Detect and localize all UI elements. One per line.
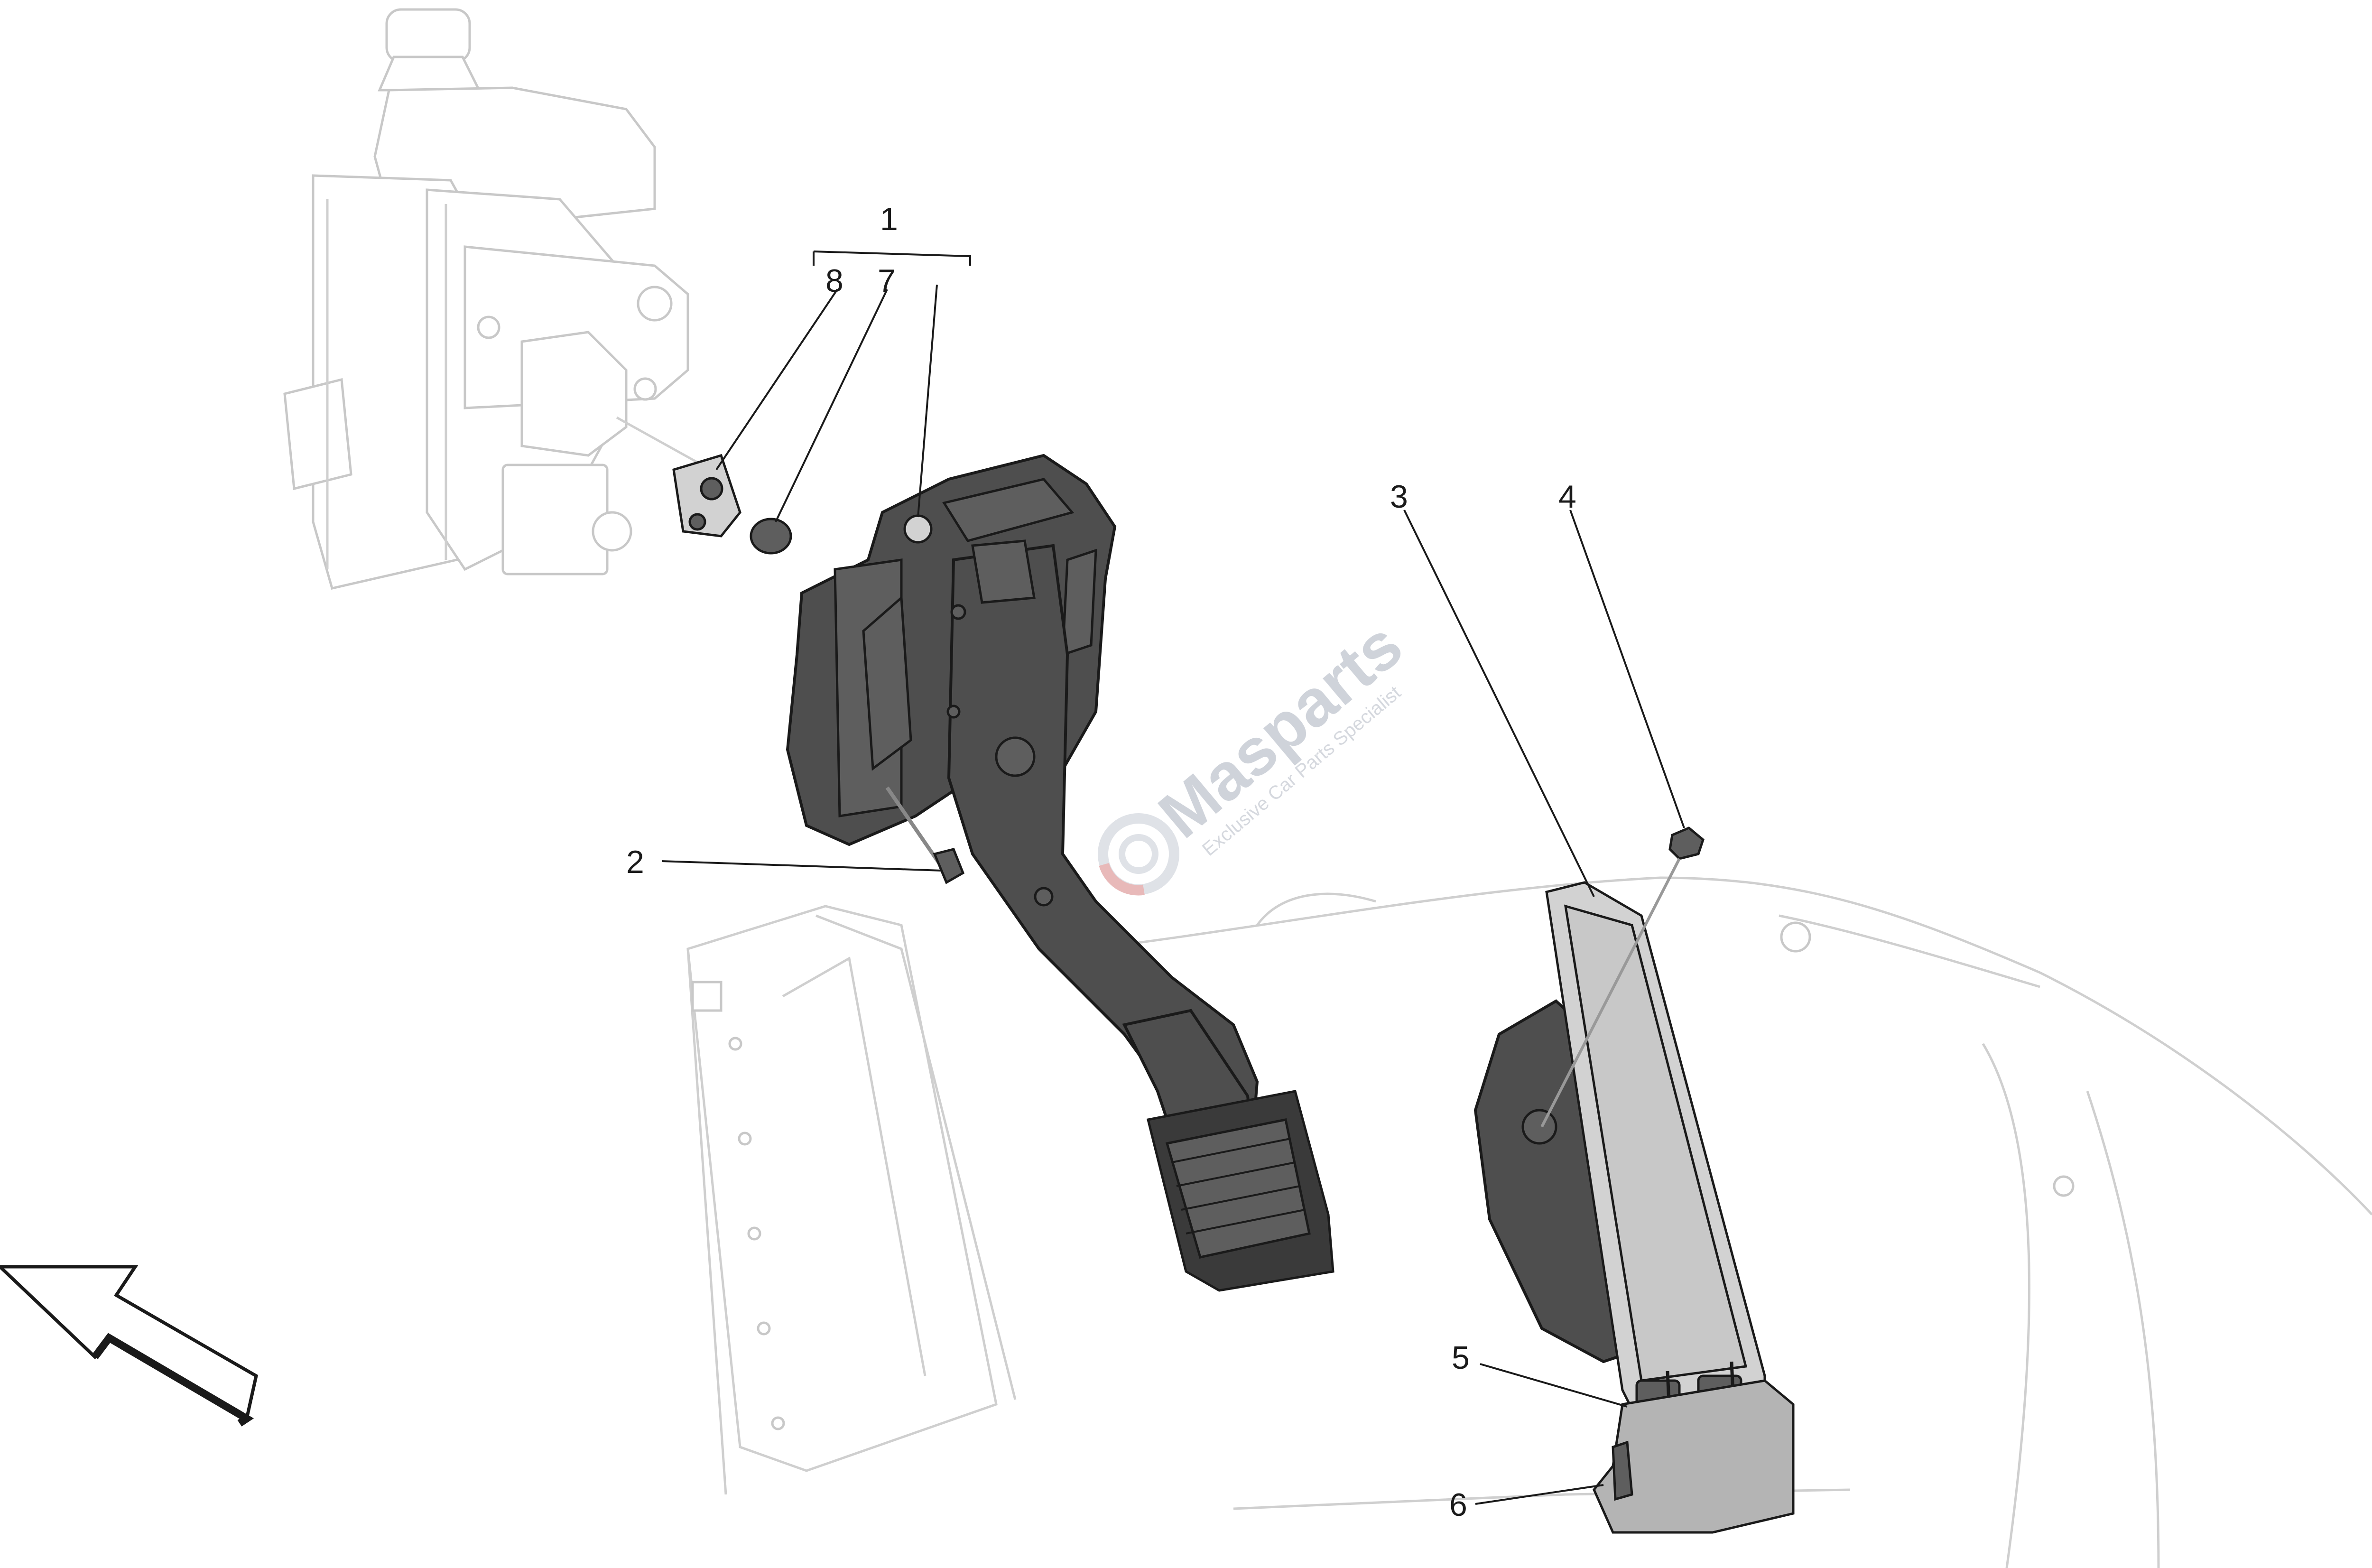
leader-lines bbox=[661, 251, 1685, 1505]
part-4-bolt bbox=[1540, 826, 1705, 1128]
callout-2: 2 bbox=[626, 844, 644, 880]
part-7-bushing bbox=[750, 518, 792, 555]
part-5-6-bracket bbox=[1593, 1361, 1795, 1534]
callout-7: 7 bbox=[878, 263, 896, 299]
accelerator-pedal-module bbox=[1473, 881, 1766, 1425]
ghost-footwell bbox=[686, 876, 2372, 1568]
watermark-brand: Masparts bbox=[1145, 607, 1416, 852]
callout-3: 3 bbox=[1390, 479, 1408, 515]
callout-8: 8 bbox=[825, 263, 843, 299]
callout-4: 4 bbox=[1558, 479, 1576, 515]
ghost-brake-booster bbox=[283, 8, 703, 590]
callout-5: 5 bbox=[1452, 1340, 1470, 1376]
callout-1: 1 bbox=[880, 201, 898, 237]
callout-labels: 1 2 3 4 5 6 7 8 bbox=[626, 201, 1576, 1523]
arrow-up-left-icon bbox=[0, 1265, 258, 1427]
callout-6: 6 bbox=[1449, 1487, 1467, 1523]
brake-pedal-pad bbox=[1146, 1090, 1334, 1292]
part-2-nut bbox=[885, 786, 965, 884]
part-8-clevis bbox=[672, 454, 741, 538]
watermark-logo: Masparts Exclusive Car Parts Specialist bbox=[1098, 607, 1416, 896]
